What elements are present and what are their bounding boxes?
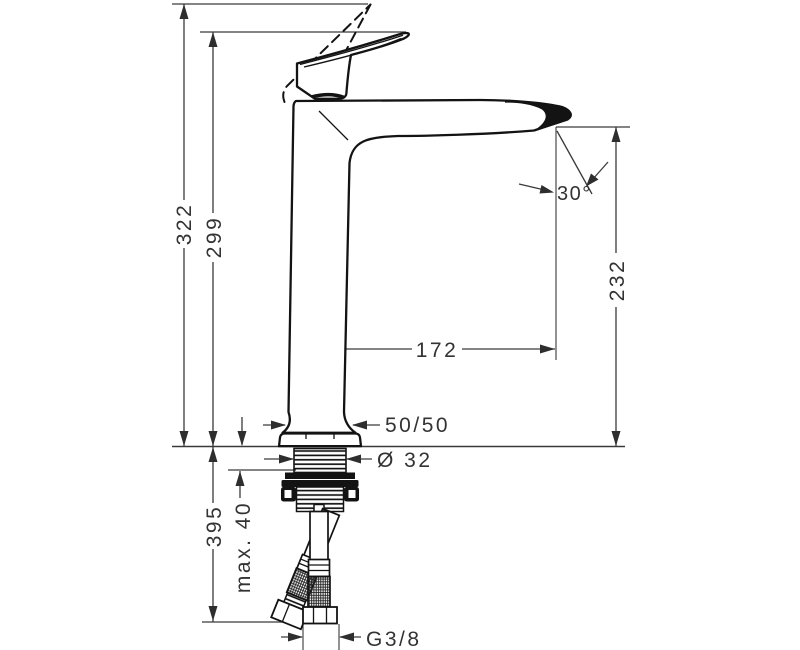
outlet-height-label: 232 [606,259,629,302]
dim-outlet-angle: 30° [518,130,609,205]
lever-underside-line [303,37,402,68]
hose-length-label: 395 [203,505,226,548]
clamp-lug-right [344,487,359,502]
hose-hex-nut [302,606,338,625]
handle-raised-dashed-outline [282,3,372,103]
faucet-lever-handle [295,31,410,100]
hose-collar [307,558,331,578]
arrow-down-left-icon [586,173,599,187]
arrow-left-icon [352,420,367,430]
threaded-shank [293,447,347,474]
clamp-washer [281,480,359,487]
connection-thread-label: G3/8 [366,628,422,650]
spout-outlet-tip [505,100,571,131]
arrow-down-icon [208,431,218,446]
clamp-lug-left [281,487,296,502]
arrow-up-icon [611,127,621,142]
arrow-up-icon [208,447,218,462]
dim-overall-height: 322 [173,4,196,446]
faucet-body-spout [281,98,572,434]
arrow-down-icon [611,431,621,446]
arrow-up-icon [208,32,218,47]
mounting-hardware [281,447,359,502]
arrow-right-icon [271,420,286,430]
dim-shank-diameter: Ø 32 [264,449,433,472]
arrow-down-icon [208,606,218,621]
lever-highlight-line [299,34,404,66]
arrow-up-icon [179,4,189,19]
shank-diameter-label: Ø 32 [377,449,433,472]
hose-braid [307,575,331,608]
arrow-down-icon [237,431,247,446]
supply-hose-vertical [302,510,338,625]
arrow-left-icon [346,454,361,464]
dim-max-mounting-thickness: max. 40 [232,417,255,593]
arrow-right-icon [288,632,303,642]
outlet-angle-label: 30° [557,183,592,205]
max-mounting-thickness-label: max. 40 [232,501,255,593]
body-chamfer-line [318,110,349,141]
hose-tube [309,510,329,563]
base-plate-segments [305,433,335,439]
arrow-right-icon [540,344,555,354]
arrow-left-icon [339,632,354,642]
spout-reach-label: 172 [416,339,459,362]
handle-height-label: 299 [203,216,226,259]
angle-reference-line [556,130,593,195]
ext-lines-g38 [302,624,340,650]
dim-connection-thread: G3/8 [281,628,422,650]
mounting-nut [295,486,345,513]
arrow-down-icon [179,431,189,446]
clamp-flange [285,472,355,479]
overall-height-label: 322 [173,203,196,246]
extension-lines [172,3,630,650]
arrow-up-icon [235,471,245,486]
base-plate [277,432,363,448]
arrow-right-icon [279,454,294,464]
dim-outlet-height: 232 [606,127,629,446]
dim-hose-length: 395 [203,447,226,622]
body-width-label: 50/50 [385,414,450,437]
arrow-right-icon [539,185,554,194]
faucet-product [270,3,572,631]
dim-handle-height: 299 [203,32,226,446]
handle-joint [311,92,345,99]
dim-body-width: 50/50 [263,414,450,437]
dim-spout-reach: 172 [318,339,555,362]
